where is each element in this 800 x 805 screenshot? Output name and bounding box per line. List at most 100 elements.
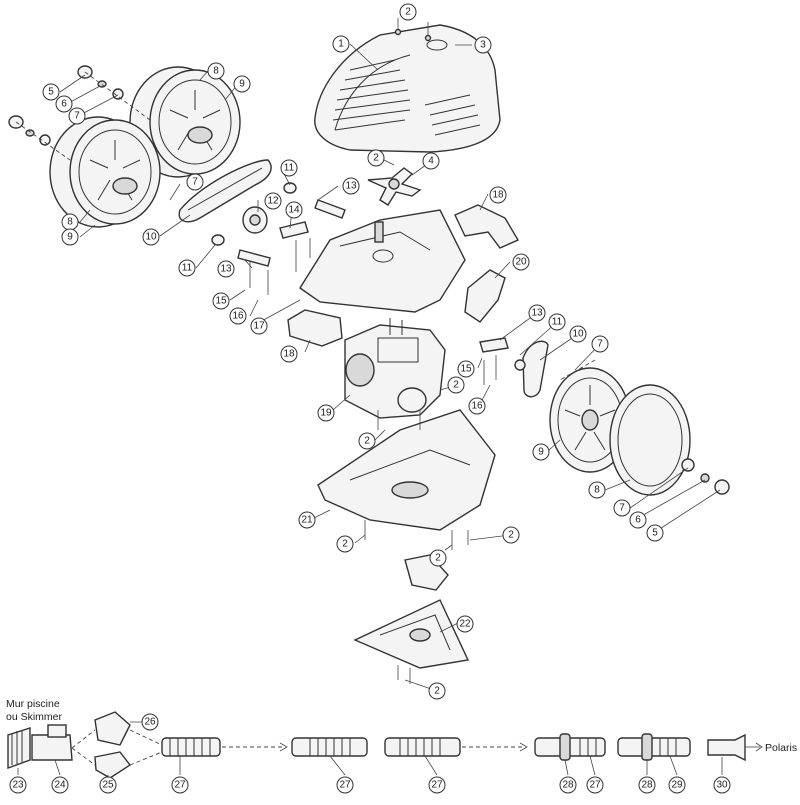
svg-text:23: 23 (12, 780, 24, 791)
callout-15-right: 15 (457, 360, 475, 378)
callout-21: 21 (298, 511, 316, 529)
callout-9-front: 9 (61, 228, 79, 246)
svg-text:12: 12 (267, 196, 279, 207)
svg-text:11: 11 (182, 263, 193, 274)
callout-2-clip: 2 (367, 149, 385, 167)
callout-14: 14 (285, 201, 303, 219)
callout-2-shell-right: 2 (502, 526, 520, 544)
svg-text:24: 24 (54, 780, 66, 791)
svg-text:21: 21 (301, 515, 313, 526)
svg-text:11: 11 (552, 317, 563, 328)
hose-segment-2 (291, 737, 368, 757)
svg-text:8: 8 (67, 217, 73, 228)
intake-part-upper (454, 204, 520, 249)
callout-17: 17 (250, 317, 268, 335)
svg-text:10: 10 (145, 232, 157, 243)
callout-7-right-upper: 7 (591, 335, 609, 353)
callout-18-upper: 18 (489, 186, 507, 204)
svg-text:15: 15 (460, 364, 472, 375)
svg-text:22: 22 (459, 619, 471, 630)
svg-text:4: 4 (428, 156, 434, 167)
svg-text:5: 5 (48, 87, 54, 98)
svg-text:2: 2 (373, 153, 379, 164)
svg-text:7: 7 (74, 111, 80, 122)
left-wheel-front (49, 116, 161, 228)
svg-text:13: 13 (531, 308, 543, 319)
callout-11-lower: 11 (178, 259, 196, 277)
svg-text:16: 16 (471, 401, 483, 412)
svg-text:16: 16 (232, 311, 244, 322)
hose-segment-4 (534, 733, 606, 761)
right-wheel-tire (609, 384, 691, 496)
callout-2-top: 2 (399, 3, 417, 21)
screw-group-top (394, 18, 432, 42)
svg-text:5: 5 (652, 528, 658, 539)
foot-pad (353, 599, 470, 669)
callout-27-b: 27 (336, 776, 354, 794)
callout-11-right: 11 (548, 313, 566, 331)
callout-2-under-motor: 2 (358, 432, 376, 450)
svg-text:27: 27 (431, 780, 443, 791)
left-hardware (8, 65, 151, 161)
svg-text:26: 26 (144, 717, 156, 728)
callout-11-upper: 11 (280, 159, 298, 177)
callout-28-b: 28 (638, 776, 656, 794)
callout-2-shell-left: 2 (336, 535, 354, 553)
svg-text:9: 9 (538, 447, 544, 458)
svg-text:7: 7 (597, 339, 603, 350)
callout-7-left: 7 (68, 107, 86, 125)
callout-10-right: 10 (569, 325, 587, 343)
pulley (242, 206, 268, 234)
callout-18-lower: 18 (280, 345, 298, 363)
callout-19: 19 (317, 404, 335, 422)
callout-9-right: 9 (532, 443, 550, 461)
callout-10-left: 10 (142, 228, 160, 246)
svg-text:28: 28 (562, 780, 574, 791)
svg-text:9: 9 (67, 232, 73, 243)
svg-text:2: 2 (405, 7, 411, 18)
svg-text:17: 17 (253, 321, 265, 332)
svg-text:3: 3 (480, 40, 486, 51)
svg-text:13: 13 (220, 264, 232, 275)
svg-text:11: 11 (284, 163, 295, 174)
pool-wall-label: Mur piscine (6, 698, 60, 710)
callout-27-d: 27 (586, 776, 604, 794)
callout-26: 26 (141, 713, 159, 731)
svg-text:2: 2 (342, 539, 348, 550)
cross-clip (367, 167, 422, 206)
svg-text:15: 15 (215, 296, 227, 307)
axle-brackets-left (237, 199, 346, 295)
callout-16-right: 16 (468, 397, 486, 415)
drive-belt-left (178, 159, 272, 223)
svg-text:8: 8 (213, 66, 219, 77)
skimmer-label: ou Skimmer (6, 711, 63, 723)
svg-text:7: 7 (619, 503, 625, 514)
polaris-label: Polaris (765, 742, 797, 754)
svg-text:9: 9 (239, 79, 245, 90)
callout-13-right: 13 (528, 304, 546, 322)
callout-4: 4 (422, 152, 440, 170)
callout-20: 20 (512, 253, 530, 271)
svg-text:2: 2 (453, 380, 459, 391)
callout-27-a: 27 (171, 776, 189, 794)
svg-text:28: 28 (641, 780, 653, 791)
callout-15-left: 15 (212, 292, 230, 310)
top-hood (314, 24, 501, 153)
callout-2-foot: 2 (428, 682, 446, 700)
callout-1: 1 (332, 35, 350, 53)
svg-text:20: 20 (515, 257, 527, 268)
callout-2-shell-mid: 2 (429, 549, 447, 567)
washer-top (283, 182, 297, 194)
intake-part-lower (287, 309, 343, 347)
svg-text:7: 7 (192, 177, 198, 188)
chassis-top (299, 209, 466, 313)
svg-text:13: 13 (345, 181, 357, 192)
svg-text:18: 18 (283, 349, 295, 360)
callout-25: 25 (99, 776, 117, 794)
callout-13-upper: 13 (342, 177, 360, 195)
callout-leaders (17, 43, 723, 778)
motor-block (344, 318, 446, 419)
svg-text:8: 8 (594, 485, 600, 496)
svg-text:25: 25 (102, 780, 114, 791)
callout-5-left: 5 (42, 83, 60, 101)
